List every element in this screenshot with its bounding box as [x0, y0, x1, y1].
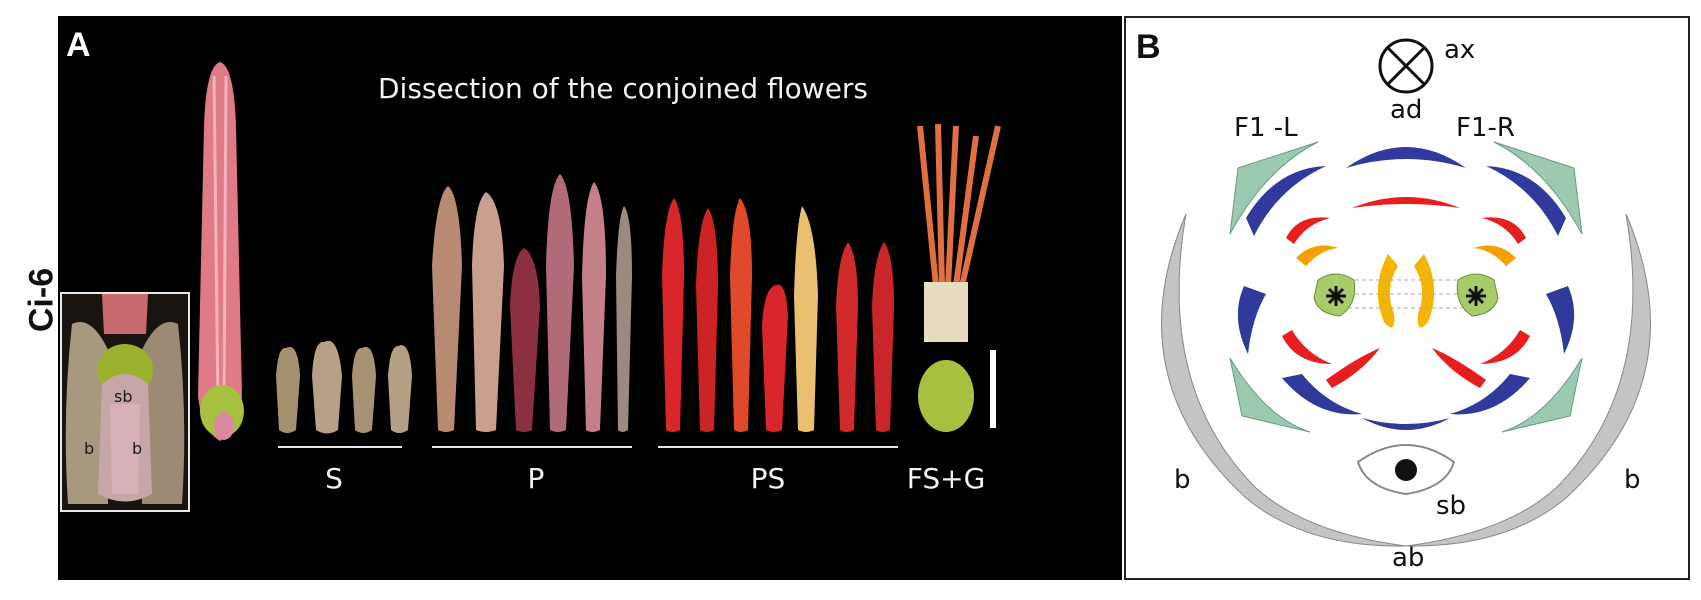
bract-right — [1405, 213, 1651, 547]
inset-label-sb: sb — [114, 387, 133, 406]
group-label-s: S — [325, 462, 343, 495]
sepal-top-left — [1229, 141, 1319, 235]
floral-diagram: ax ad F1 -L F1-R — [1161, 35, 1651, 573]
petaloid-stamen-bottom-right — [1432, 348, 1486, 388]
petal-lower-right — [1450, 374, 1530, 415]
sepals-specimens — [276, 340, 412, 434]
petal-lower-left — [1282, 374, 1362, 415]
secondary-bract — [1356, 444, 1456, 496]
axis-symbol — [1378, 38, 1434, 94]
petaloid-stamen-lower-right — [1480, 330, 1530, 364]
label-bract-right: b — [1624, 465, 1641, 495]
group-line-s — [278, 446, 402, 448]
row-label: Ci-6 — [0, 0, 61, 600]
stamen-left — [1296, 245, 1338, 266]
panel-b: B ax ad F1 -L F1-R — [1124, 16, 1690, 580]
petaloid-stamen-upper-left — [1286, 217, 1330, 244]
petaloid-stamen-upper-right — [1482, 217, 1526, 244]
intact-flower-bud — [198, 62, 244, 441]
petal-mid-right — [1546, 286, 1575, 354]
label-ax: ax — [1444, 35, 1475, 65]
label-ad: ad — [1390, 95, 1422, 125]
label-ab: ab — [1392, 543, 1424, 573]
sepal-bottom-left — [1229, 357, 1311, 433]
panel-a-letter: A — [66, 26, 91, 64]
sepal-bottom-right — [1501, 357, 1583, 433]
petaloid-stamens-specimens — [662, 198, 894, 432]
pedicel-dot — [1395, 459, 1417, 481]
group-label-p: P — [527, 462, 545, 495]
inset-label-b-right: b — [132, 439, 142, 458]
inset-photo: sb b b — [60, 292, 190, 512]
petal-upper-right — [1486, 166, 1566, 236]
gynoecium-left — [1313, 273, 1356, 317]
group-label-ps: PS — [750, 462, 786, 495]
petaloid-stamen-lower-left — [1282, 330, 1332, 364]
stamen-right — [1474, 245, 1516, 266]
label-flower-left: F1 -L — [1234, 113, 1298, 143]
sepal-top-right — [1493, 141, 1583, 235]
panel-a: A Dissection of the conjoined flowers sb… — [58, 16, 1122, 580]
inset-illustration: sb b b — [62, 294, 188, 510]
petal-bottom — [1362, 418, 1450, 430]
inset-label-b-left: b — [84, 439, 94, 458]
group-line-p — [432, 446, 632, 448]
petal-mid-left — [1237, 286, 1266, 354]
panel-b-letter: B — [1136, 28, 1161, 66]
petaloid-stamen-top — [1352, 197, 1460, 208]
bract-left — [1161, 213, 1407, 547]
connector-lines — [1348, 279, 1464, 309]
petal-top — [1346, 147, 1466, 168]
petaloid-stamen-bottom-left — [1326, 348, 1380, 388]
stamen-center-left — [1377, 254, 1398, 328]
row-label-text: Ci-6 — [22, 267, 61, 333]
gynoecium-right — [1456, 273, 1499, 317]
filaments-gynoecium-specimen — [917, 123, 1001, 432]
label-flower-right: F1-R — [1456, 113, 1515, 143]
petal-upper-left — [1246, 166, 1326, 236]
panel-a-title: Dissection of the conjoined flowers — [378, 72, 869, 105]
label-bract-left: b — [1174, 465, 1191, 495]
petals-specimens — [432, 174, 632, 432]
scale-bar — [990, 350, 996, 428]
group-line-ps — [658, 446, 898, 448]
stamen-center-right — [1414, 254, 1435, 328]
group-label-fsg: FS+G — [906, 462, 986, 495]
label-sb: sb — [1436, 491, 1466, 521]
